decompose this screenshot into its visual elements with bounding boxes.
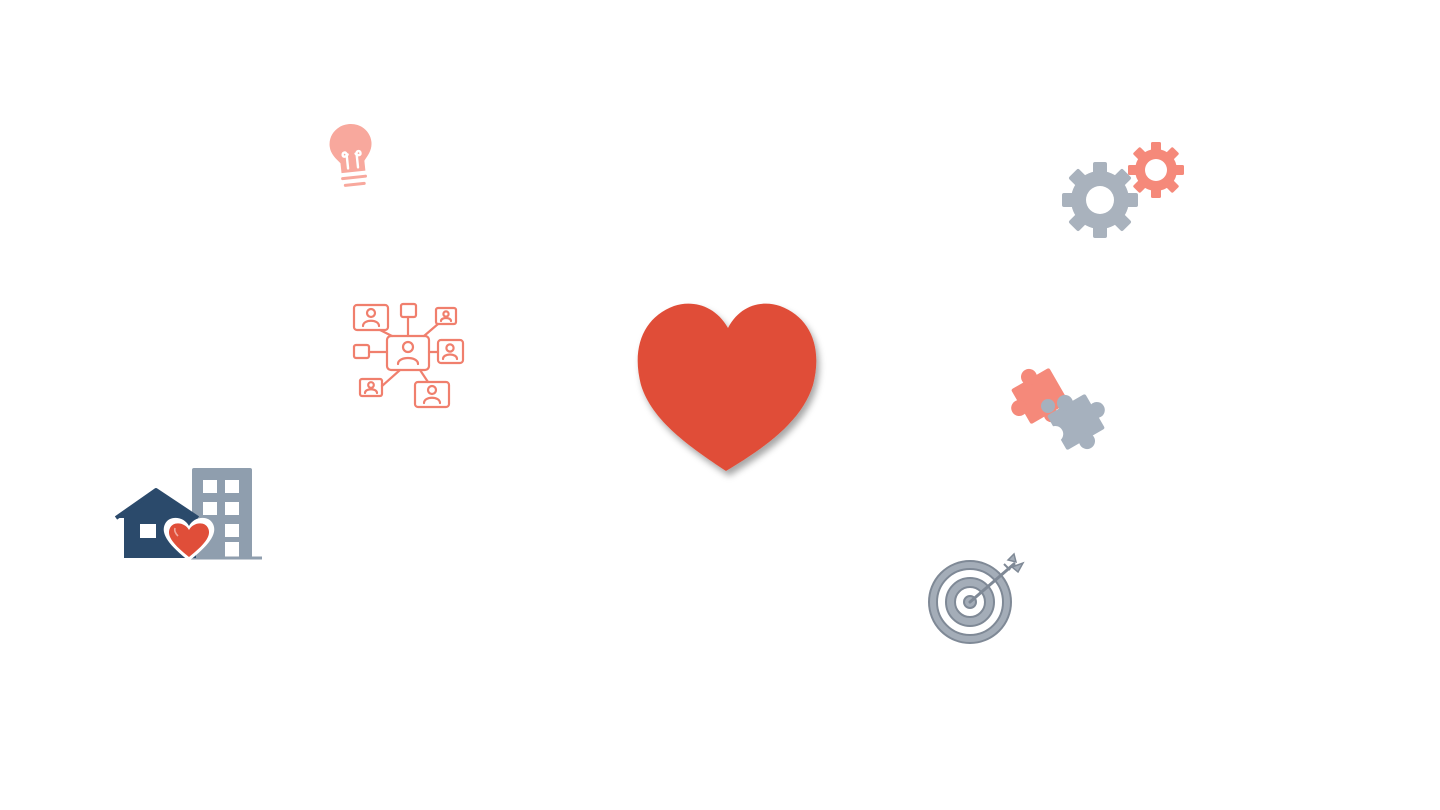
- lightbulb-icon: [322, 118, 382, 198]
- puzzle-pieces-icon: [1000, 360, 1116, 464]
- target-arrow-icon: [922, 550, 1030, 650]
- people-network-icon: [350, 300, 466, 412]
- gears-icon: [1058, 138, 1190, 242]
- home-building-heart-icon: [112, 462, 268, 568]
- heart-icon: [630, 295, 826, 485]
